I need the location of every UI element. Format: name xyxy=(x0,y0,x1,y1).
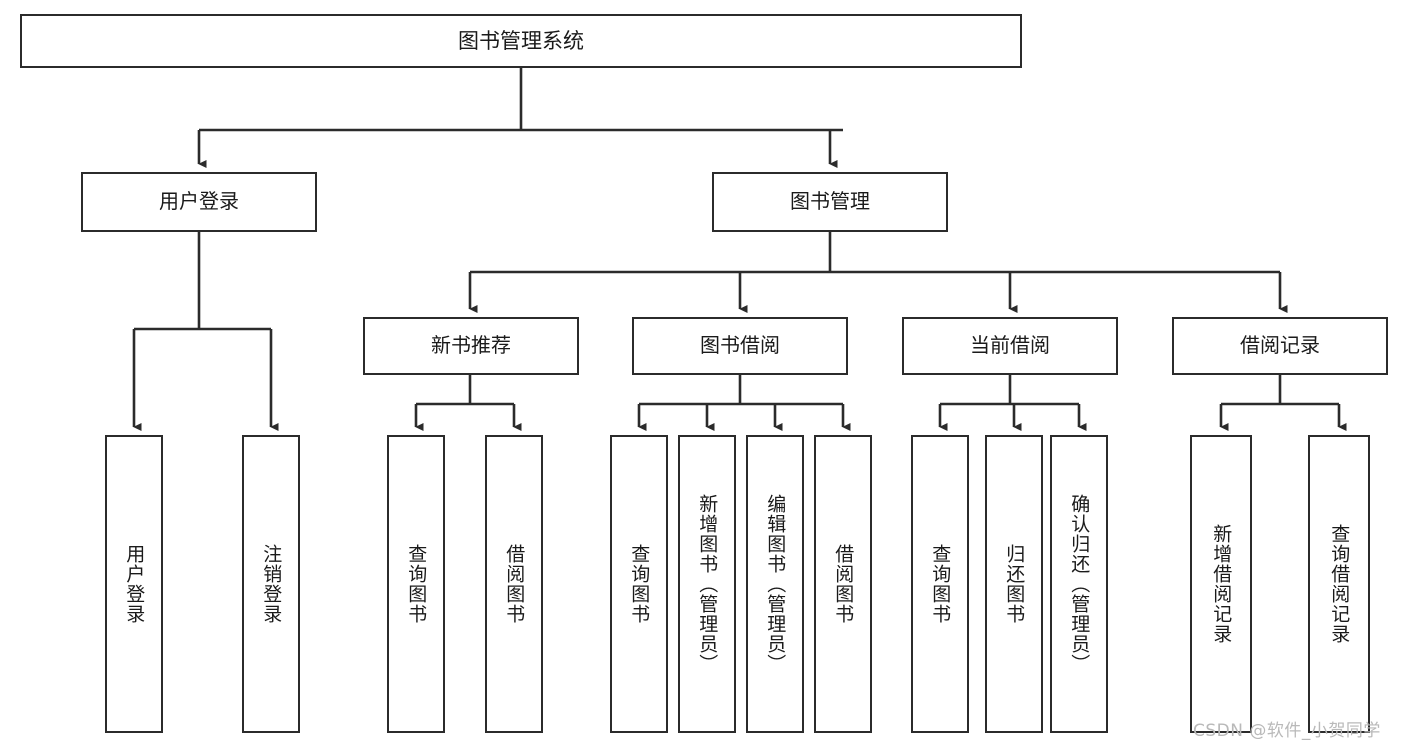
node-leaf-borrow-query-book[interactable]: 查询图书 xyxy=(610,435,668,733)
node-leaf-confirm-return-admin[interactable]: 确认归还（管理员） xyxy=(1050,435,1108,733)
node-label: 借阅记录 xyxy=(1240,333,1320,358)
node-leaf-query-borrow-record[interactable]: 查询借阅记录 xyxy=(1308,435,1370,733)
node-leaf-current-query-book[interactable]: 查询图书 xyxy=(911,435,969,733)
node-user-login[interactable]: 用户登录 xyxy=(81,172,317,232)
node-label: 编辑图书（管理员） xyxy=(764,494,787,674)
node-new-book-recommendation[interactable]: 新书推荐 xyxy=(363,317,579,375)
node-label: 新增借阅记录 xyxy=(1210,524,1233,644)
node-label: 图书借阅 xyxy=(700,333,780,358)
node-leaf-user-login[interactable]: 用户登录 xyxy=(105,435,163,733)
node-borrow-records[interactable]: 借阅记录 xyxy=(1172,317,1388,375)
node-label: 图书管理系统 xyxy=(458,28,584,53)
node-label: 注销登录 xyxy=(260,544,283,624)
node-leaf-rec-borrow-book[interactable]: 借阅图书 xyxy=(485,435,543,733)
node-label: 新书推荐 xyxy=(431,333,511,358)
node-leaf-return-book[interactable]: 归还图书 xyxy=(985,435,1043,733)
node-leaf-borrow-book[interactable]: 借阅图书 xyxy=(814,435,872,733)
node-label: 查询图书 xyxy=(929,544,952,624)
node-root-book-management-system[interactable]: 图书管理系统 xyxy=(20,14,1022,68)
node-label: 当前借阅 xyxy=(970,333,1050,358)
node-label: 归还图书 xyxy=(1003,544,1026,624)
node-label: 查询图书 xyxy=(628,544,651,624)
node-label: 新增图书（管理员） xyxy=(696,494,719,674)
node-label: 用户登录 xyxy=(159,189,239,214)
node-book-management[interactable]: 图书管理 xyxy=(712,172,948,232)
node-label: 图书管理 xyxy=(790,189,870,214)
node-label: 查询图书 xyxy=(405,544,428,624)
node-leaf-add-book-admin[interactable]: 新增图书（管理员） xyxy=(678,435,736,733)
node-leaf-user-logout[interactable]: 注销登录 xyxy=(242,435,300,733)
node-label: 查询借阅记录 xyxy=(1328,524,1351,644)
csdn-watermark: CSDN @软件_小贺同学 xyxy=(1193,721,1381,741)
node-label: 确认归还（管理员） xyxy=(1068,494,1091,674)
node-label: 借阅图书 xyxy=(503,544,526,624)
node-book-borrowing[interactable]: 图书借阅 xyxy=(632,317,848,375)
node-leaf-edit-book-admin[interactable]: 编辑图书（管理员） xyxy=(746,435,804,733)
node-leaf-rec-query-book[interactable]: 查询图书 xyxy=(387,435,445,733)
node-current-borrowing[interactable]: 当前借阅 xyxy=(902,317,1118,375)
node-label: 用户登录 xyxy=(123,544,146,624)
node-label: 借阅图书 xyxy=(832,544,855,624)
node-leaf-add-borrow-record[interactable]: 新增借阅记录 xyxy=(1190,435,1252,733)
